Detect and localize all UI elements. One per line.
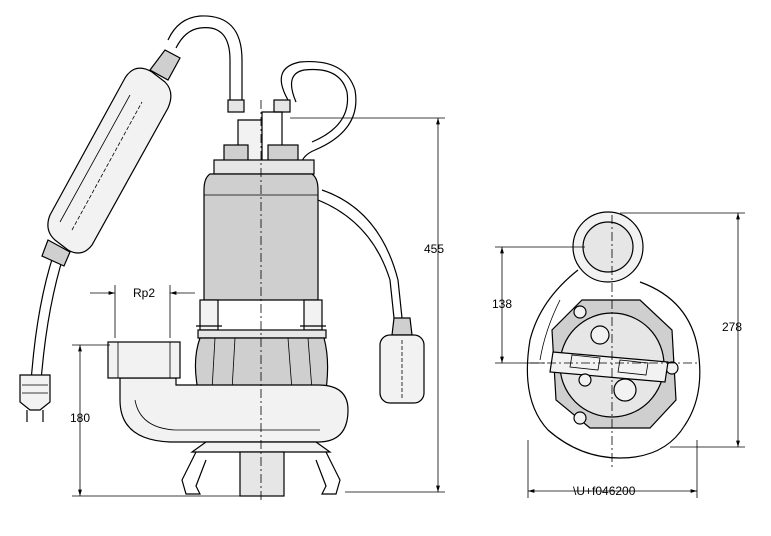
side-dimensions: Rp2 180 455 bbox=[70, 117, 445, 497]
float-switch-cable bbox=[280, 60, 403, 319]
capacitor-box bbox=[41, 49, 181, 267]
dim-width-label: \U+f046200 bbox=[573, 484, 636, 498]
dim-455-label: 455 bbox=[424, 242, 444, 256]
top-dimensions: 138 278 \U+f046200 bbox=[492, 212, 745, 498]
cable-glands bbox=[213, 144, 315, 175]
dim-138-label: 138 bbox=[492, 297, 512, 311]
top-body-outline bbox=[526, 269, 701, 459]
housing-clamps bbox=[196, 299, 326, 331]
top-view bbox=[526, 211, 701, 470]
float-switch bbox=[379, 317, 425, 404]
power-cable bbox=[29, 15, 243, 391]
side-view bbox=[19, 15, 425, 500]
outlet-socket bbox=[107, 341, 181, 379]
flange-ring bbox=[197, 329, 327, 339]
power-plug bbox=[19, 374, 51, 422]
dim-278-label: 278 bbox=[722, 320, 742, 334]
dim-rp2-label: Rp2 bbox=[133, 286, 155, 300]
discharge-elbow bbox=[119, 377, 349, 443]
dim-180-label: 180 bbox=[70, 411, 90, 425]
pump-volute bbox=[194, 337, 329, 391]
